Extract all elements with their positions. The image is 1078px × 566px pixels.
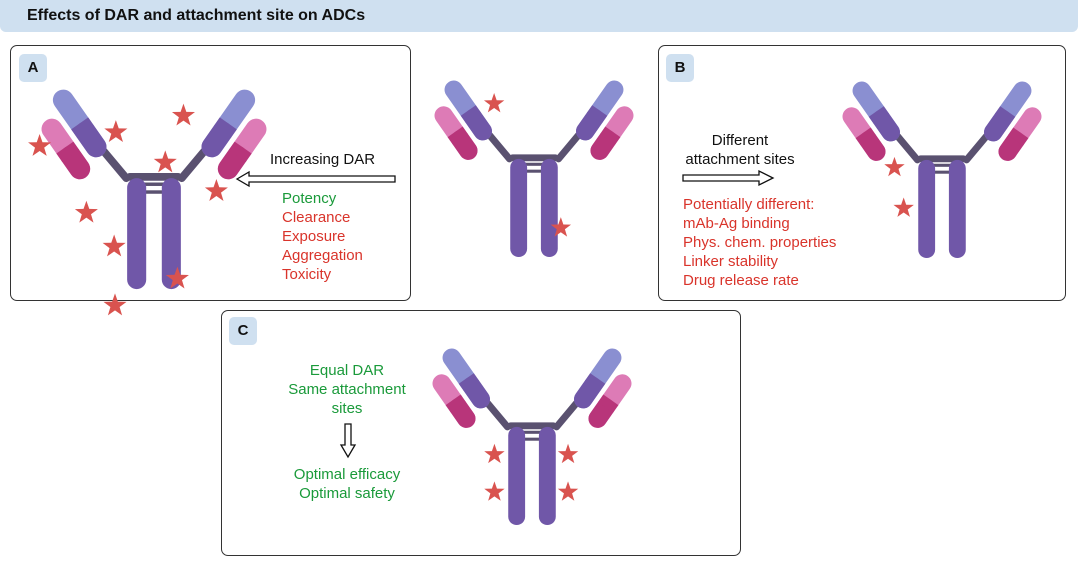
right-arrow	[682, 169, 775, 187]
drug-star	[484, 481, 505, 501]
increasing-dar-label: Increasing DAR	[270, 151, 376, 168]
different-attachment-label: Different attachment sites	[680, 131, 800, 169]
down-arrow	[339, 423, 357, 459]
drug-star	[557, 443, 579, 464]
condition-line: Same attachment	[288, 381, 406, 398]
drug-star	[483, 92, 505, 113]
outcome-line: Optimal efficacy	[293, 466, 401, 483]
condition-line: Equal DAR	[309, 362, 385, 379]
antibody-optimal-drawing	[417, 328, 647, 545]
effect-potency: Potency	[282, 190, 337, 207]
effect-line: Potentially different:	[683, 196, 815, 213]
drug-star	[893, 197, 914, 217]
effect-line: mAb-Ag binding	[683, 215, 790, 232]
conditions-text: Equal DAR Same attachment sites	[262, 361, 432, 418]
arrow-label-line1: Different	[711, 132, 769, 149]
effect-line: Linker stability	[683, 253, 779, 270]
title-bar: Effects of DAR and attachment site on AD…	[0, 0, 1078, 32]
effect-aggregation: Aggregation	[282, 247, 363, 264]
condition-line: sites	[331, 400, 363, 417]
drug-star	[103, 293, 127, 316]
drug-star	[104, 120, 128, 143]
antibody-alt-sites-drawing	[827, 61, 1057, 278]
panel-c: C Equal DAR Same attachment sites Optima…	[221, 310, 741, 556]
drug-star	[204, 179, 228, 201]
drug-star	[884, 156, 905, 177]
panel-b-label: B	[666, 54, 694, 82]
effect-toxicity: Toxicity	[282, 266, 332, 283]
effect-exposure: Exposure	[282, 228, 346, 245]
effect-clearance: Clearance	[282, 209, 351, 226]
panel-a-label: A	[19, 54, 47, 82]
drug-star	[74, 200, 98, 223]
effects-list-b: Potentially different: mAb-Ag binding Ph…	[683, 195, 836, 290]
left-arrow	[235, 170, 396, 188]
outcome-line: Optimal safety	[299, 485, 395, 502]
drug-star	[484, 443, 505, 464]
drug-star	[102, 234, 126, 257]
effects-list-a: Potency Clearance Exposure Aggregation T…	[282, 189, 363, 284]
drug-star	[557, 481, 579, 501]
panel-a: A Increasing DAR Potency Clearance Expos…	[10, 45, 411, 316]
arrow-label-line2: attachment sites	[685, 151, 795, 168]
panel-b: B Different attachment sites Potentially…	[658, 45, 1066, 301]
antibody-high-dar-drawing	[24, 64, 284, 316]
drug-star	[153, 150, 177, 173]
effect-line: Drug release rate	[683, 272, 799, 289]
outcomes-text: Optimal efficacy Optimal safety	[262, 465, 432, 503]
figure-title: Effects of DAR and attachment site on AD…	[27, 7, 366, 24]
drug-star	[171, 103, 195, 126]
effect-line: Phys. chem. properties	[683, 234, 837, 251]
panel-c-label: C	[229, 317, 257, 345]
antibody-reference-drawing	[419, 60, 649, 277]
